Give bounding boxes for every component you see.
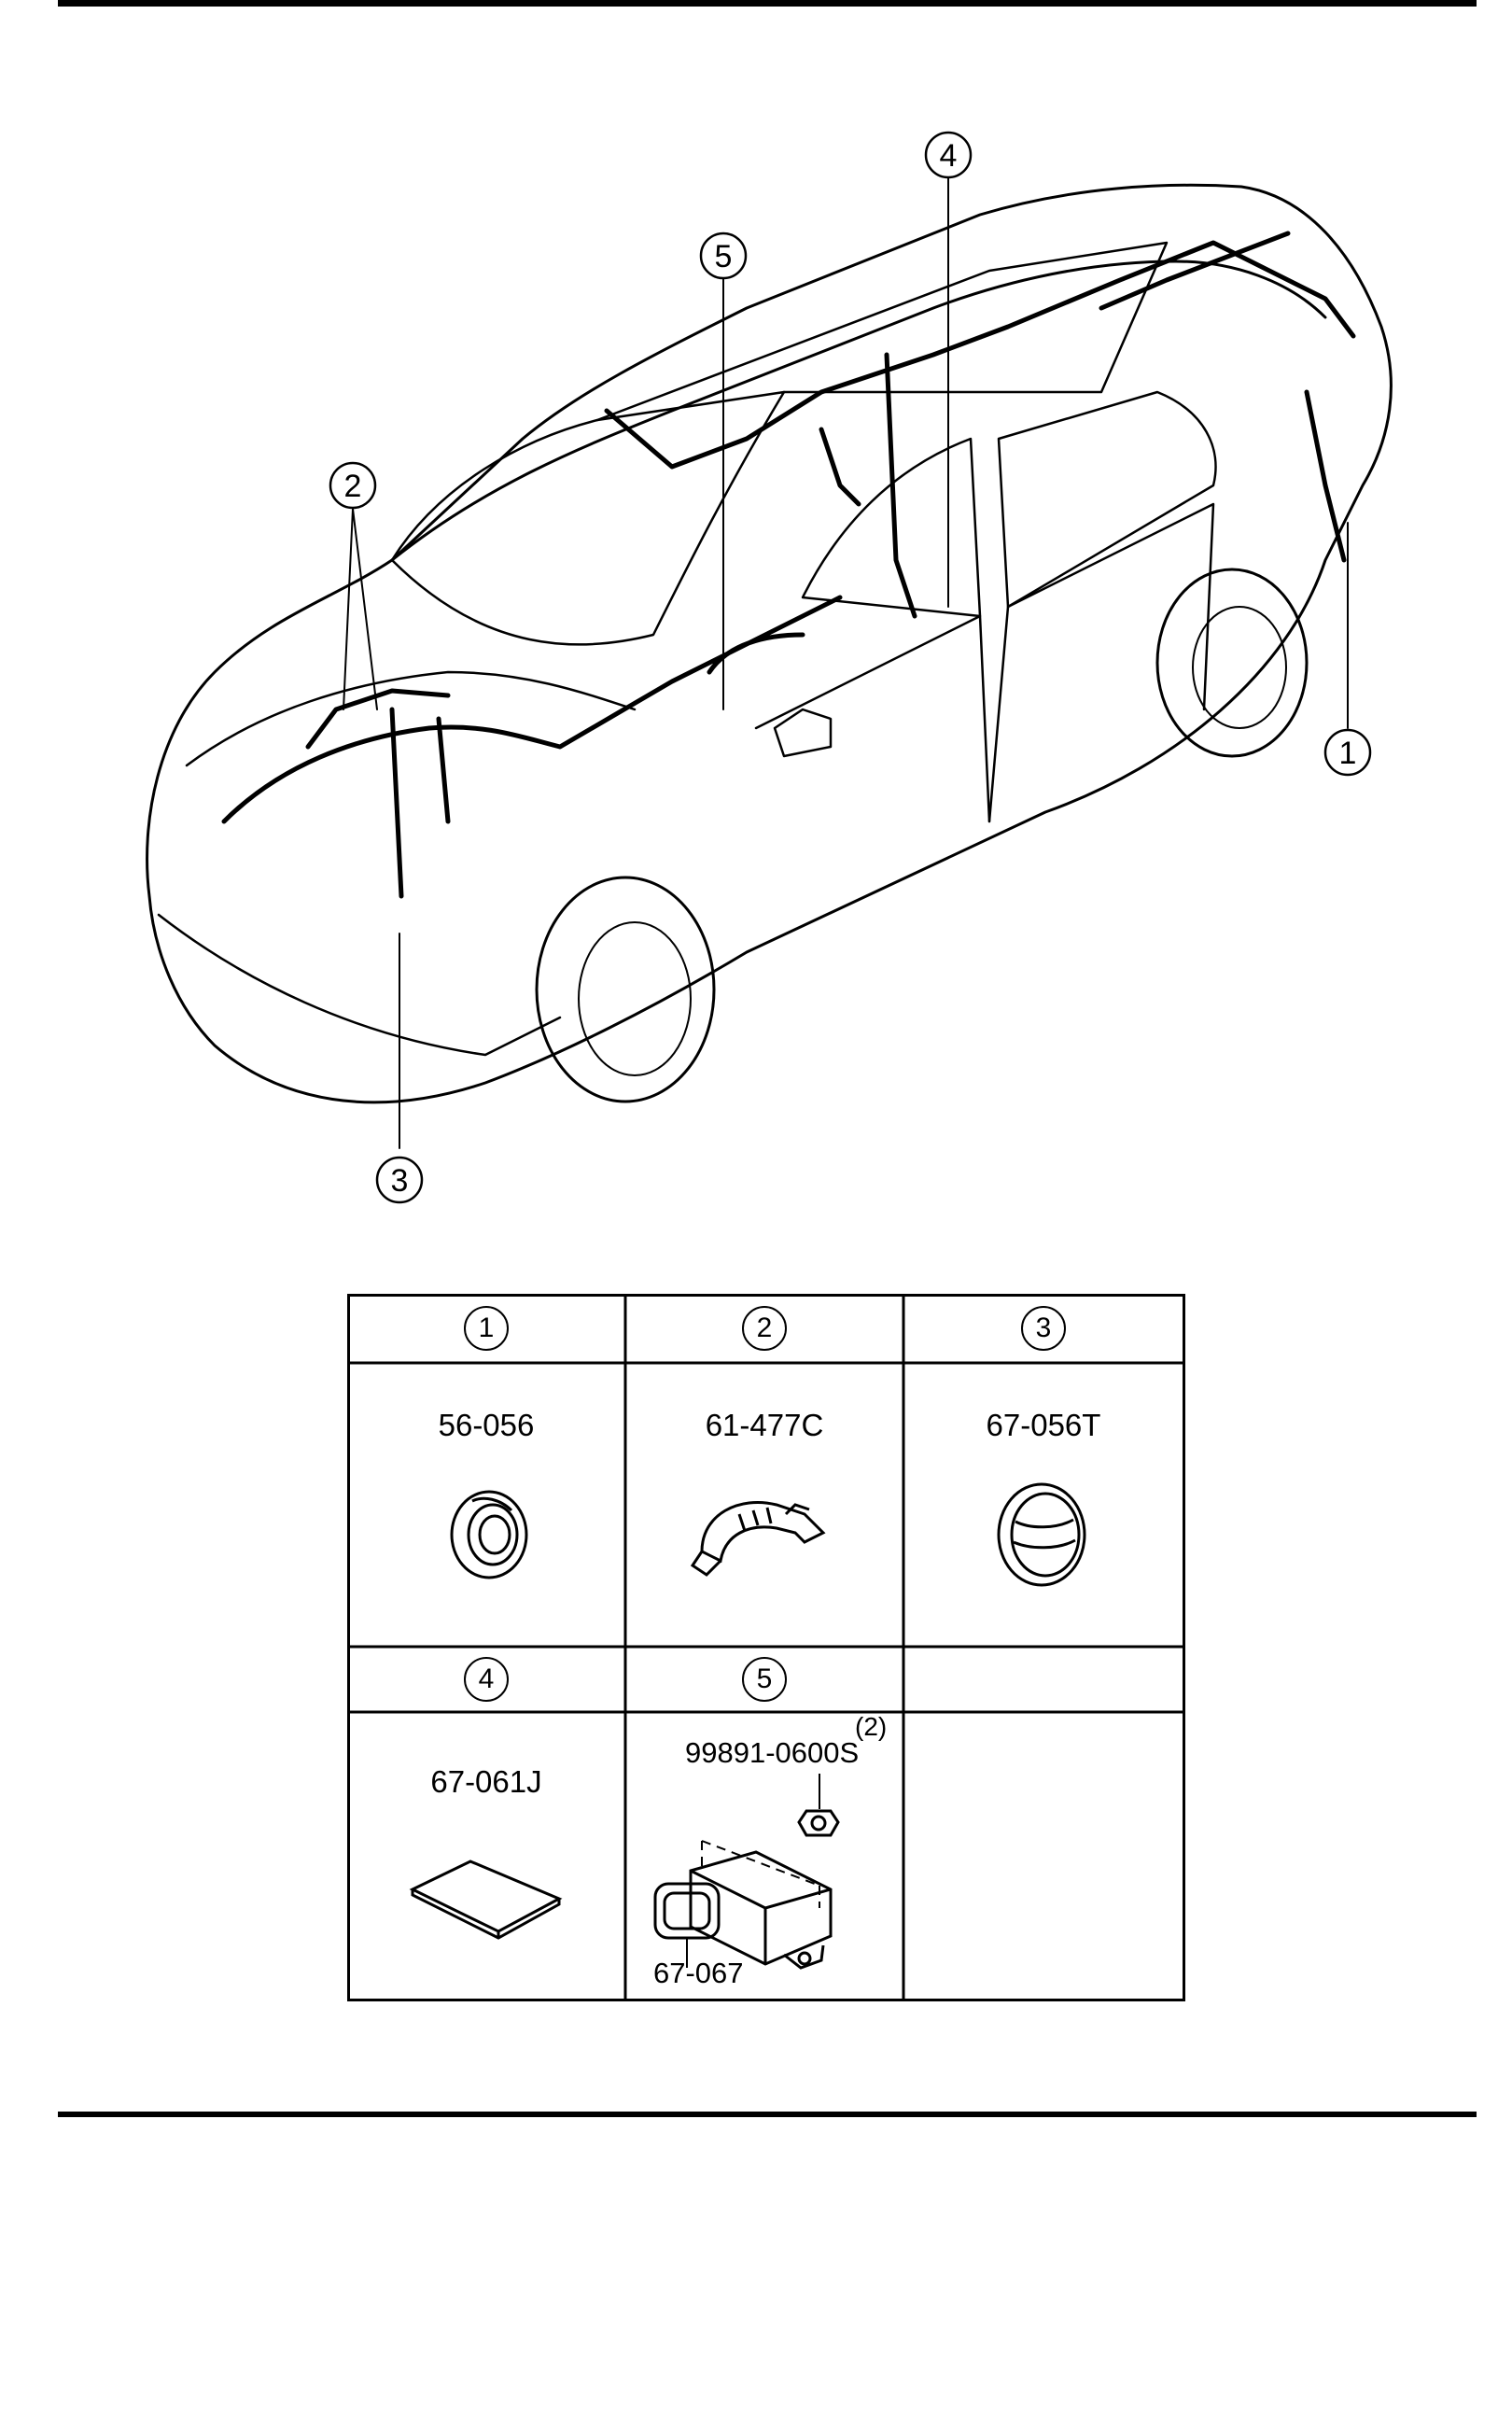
header-2: 2	[625, 1294, 903, 1363]
wiring-harness	[221, 231, 1356, 899]
header-1: 1	[347, 1294, 625, 1363]
side-mirror	[773, 708, 833, 758]
header-3: 3	[903, 1294, 1183, 1363]
car-wiring-diagram: 1 2 3 4 5	[146, 131, 1393, 1204]
plug-grommet-icon	[997, 1482, 1086, 1587]
windshield	[390, 390, 786, 646]
callout-5: 5	[699, 232, 748, 280]
leader-2b	[352, 508, 378, 710]
part-number: 61-477C	[705, 1408, 824, 1442]
side-window-front	[801, 437, 982, 618]
leader-2a	[343, 508, 354, 710]
front-wheel	[535, 876, 716, 1103]
callout-1: 1	[1323, 728, 1372, 777]
part-number: 67-056T	[986, 1408, 1101, 1442]
door-line-front	[754, 614, 991, 823]
clip-icon	[690, 1500, 826, 1577]
header-empty	[903, 1647, 1183, 1712]
sensor-module-icon	[653, 1774, 840, 1970]
tape-pad-icon	[409, 1860, 563, 1940]
table-grid	[347, 1294, 1185, 2001]
part-number: 56-056	[438, 1408, 535, 1442]
roof-panel	[595, 241, 1169, 422]
sub-part-qty: (2)	[855, 1712, 888, 1741]
part-cell-2: 61-477C	[625, 1363, 903, 1647]
part-number: 67-067	[653, 1957, 744, 1989]
callout-4: 4	[924, 131, 973, 179]
svg-text:3: 3	[391, 1163, 409, 1199]
callout-3: 3	[375, 1156, 424, 1204]
car-body-outline	[146, 183, 1393, 1104]
bottom-rule	[58, 2112, 1477, 2117]
rear-wheel-rim	[1192, 606, 1287, 729]
header-4: 4	[347, 1647, 625, 1712]
hood-line	[185, 670, 637, 767]
part-cell-empty	[903, 1712, 1183, 2000]
sub-part-number: 99891-0600S	[685, 1736, 860, 1769]
svg-text:5: 5	[715, 239, 733, 274]
part-cell-3: 67-056T	[903, 1363, 1183, 1647]
front-bumper	[157, 913, 562, 1057]
side-window-rear	[997, 390, 1217, 609]
car-roof-line	[390, 260, 1327, 562]
grommet-icon	[450, 1490, 528, 1579]
parts-table: 1 2 3 56-056 61-477C 67-056T	[347, 1294, 1185, 2414]
front-wheel-rim	[578, 921, 692, 1076]
header-5: 5	[625, 1647, 903, 1712]
part-number: 67-061J	[430, 1764, 542, 1799]
part-cell-4: 67-061J	[347, 1712, 625, 2000]
svg-text:1: 1	[1339, 736, 1357, 771]
callout-2: 2	[329, 461, 377, 510]
svg-text:2: 2	[344, 469, 362, 504]
svg-text:4: 4	[940, 138, 958, 174]
top-rule	[58, 0, 1477, 7]
door-line-rear	[987, 502, 1215, 823]
part-cell-1: 56-056	[347, 1363, 625, 1647]
part-cell-5: (2) 99891-0600S 67-067	[625, 1712, 903, 2000]
rear-wheel	[1155, 568, 1309, 758]
